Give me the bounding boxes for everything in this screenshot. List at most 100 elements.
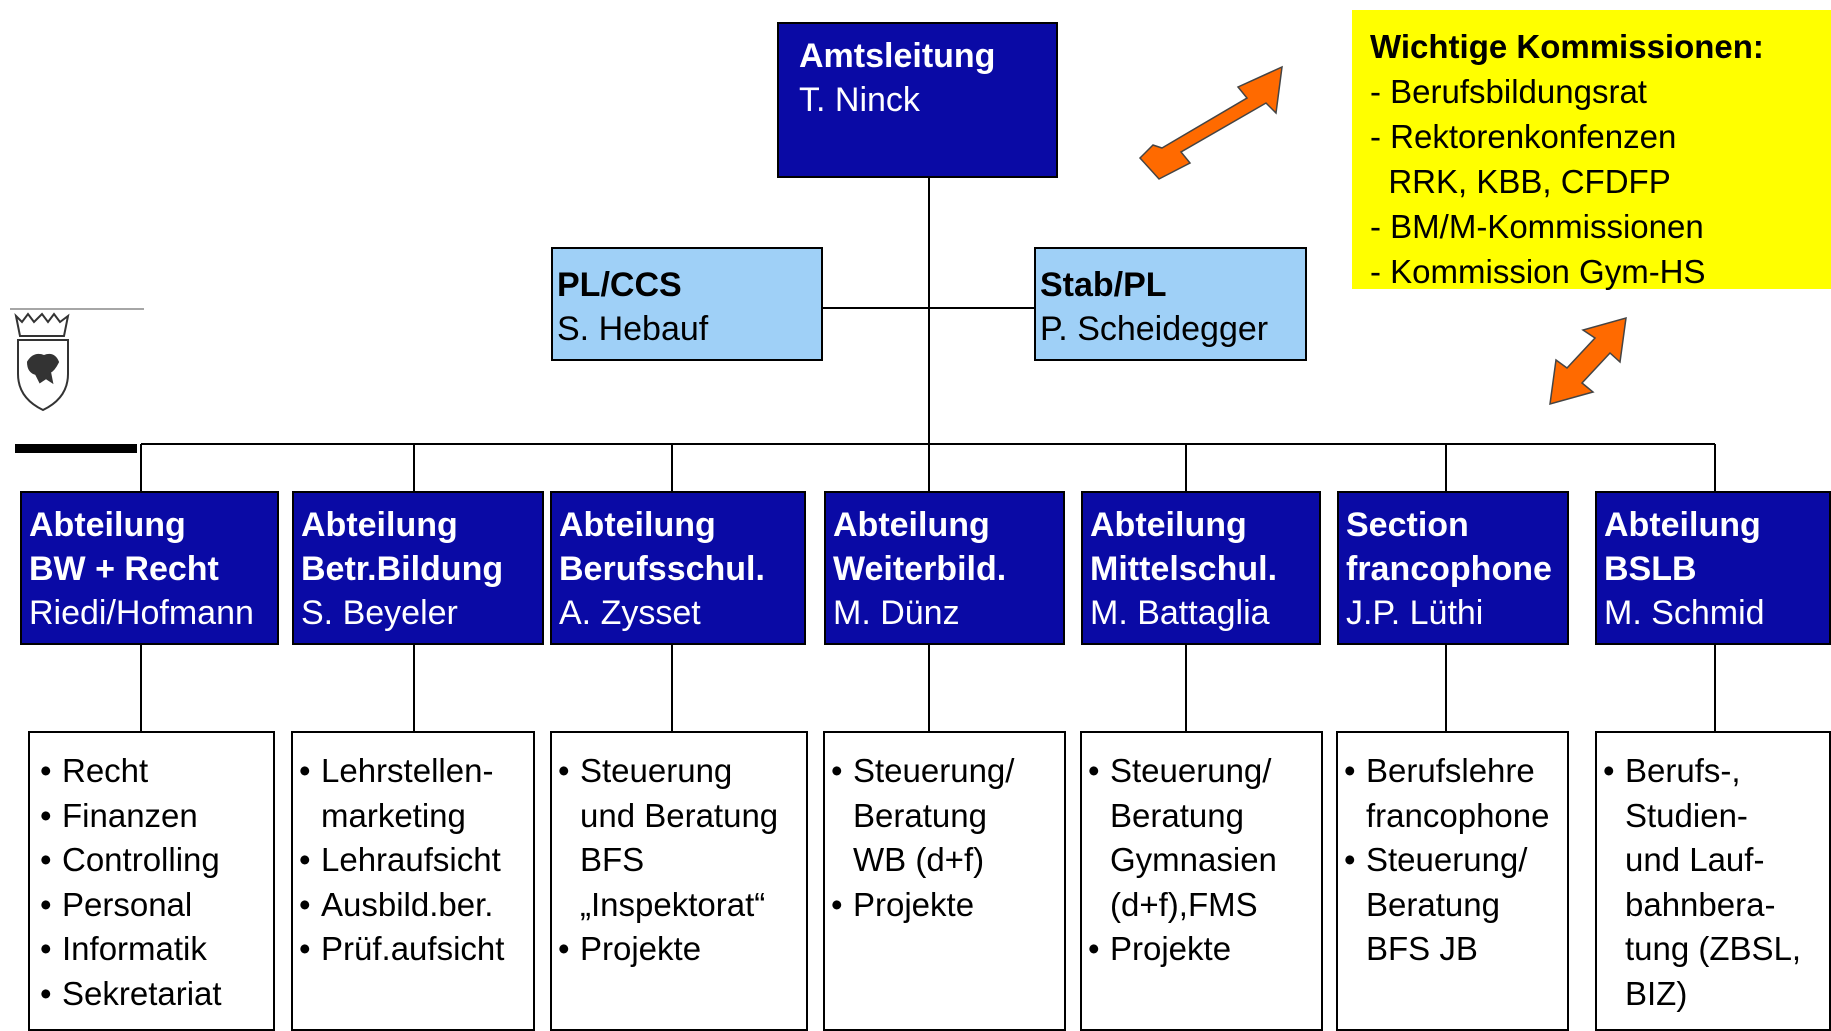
bullet-icon: • <box>1344 841 1356 878</box>
task-text: und Lauf- <box>1625 841 1765 878</box>
department-type: Section <box>1346 506 1469 544</box>
task-text: Berufs-, <box>1625 752 1741 789</box>
bullet-icon: • <box>299 841 311 878</box>
department-head: A. Zysset <box>559 594 701 632</box>
task-text: „Inspektorat“ <box>580 885 766 923</box>
department-head: J.P. Lüthi <box>1346 594 1484 632</box>
task-item: •WB (d+f) <box>831 838 1064 883</box>
bullet-icon: • <box>1603 752 1615 789</box>
task-item: •BIZ) <box>1603 972 1829 1017</box>
staff-box-stab-pl: Stab/PL P. Scheidegger <box>1034 247 1307 361</box>
department-type: Abteilung <box>1090 506 1247 544</box>
task-text: BFS JB <box>1366 930 1478 967</box>
task-text: (d+f),FMS <box>1110 885 1258 923</box>
task-text: francophone <box>1366 796 1550 834</box>
task-text: Steuerung/ <box>1110 752 1272 789</box>
commissions-heading: Wichtige Kommissionen: <box>1370 28 1764 65</box>
bullet-icon: • <box>831 885 843 923</box>
task-item: •BFS JB <box>1344 927 1567 972</box>
bullet-icon: • <box>299 752 311 789</box>
task-item: • Berufs-, <box>1603 749 1829 794</box>
task-item: •Beratung <box>831 794 1064 839</box>
department-task-list: •Lehrstellen-•marketing•Lehraufsicht•Aus… <box>291 731 535 1031</box>
task-item: •und Lauf- <box>1603 838 1829 883</box>
bullet-icon: • <box>40 752 52 789</box>
task-text: Gymnasien <box>1110 841 1277 878</box>
task-text: BIZ) <box>1625 974 1688 1012</box>
department-title: francophone <box>1346 550 1552 588</box>
task-item: •Sekretariat <box>40 972 273 1017</box>
bullet-icon: • <box>558 930 570 967</box>
task-item: •Berufslehre <box>1344 749 1567 794</box>
task-text: Prüf.aufsicht <box>321 930 505 967</box>
task-item: •Beratung <box>1344 883 1567 928</box>
bullet-icon: • <box>40 796 52 834</box>
department-type: Abteilung <box>1604 506 1761 544</box>
top-management-box: Amtsleitung T. Ninck <box>777 22 1058 178</box>
bullet-icon: • <box>40 930 52 967</box>
task-item: •BFS <box>558 838 806 883</box>
department-task-list: •Steuerung/•Beratung•Gymnasien•(d+f),FMS… <box>1080 731 1323 1031</box>
task-text: Steuerung/ <box>1366 841 1528 878</box>
commission-item: RRK, KBB, CFDFP <box>1370 163 1671 200</box>
task-text: Beratung <box>853 796 987 834</box>
task-text: Steuerung <box>580 752 733 789</box>
department-head: M. Battaglia <box>1090 594 1270 632</box>
task-text: tung (ZBSL, <box>1625 930 1802 967</box>
task-text: Steuerung/ <box>853 752 1015 789</box>
commission-item: - Kommission Gym-HS <box>1370 253 1706 290</box>
task-text: Controlling <box>62 841 220 878</box>
department-type: Abteilung <box>559 506 716 544</box>
department-task-list: •Steuerung/•Beratung•WB (d+f)•Projekte <box>823 731 1066 1031</box>
department-title: BSLB <box>1604 550 1697 588</box>
staff-name: S. Hebauf <box>557 310 709 348</box>
department-title: BW + Recht <box>29 550 219 588</box>
bullet-icon: • <box>299 930 311 967</box>
task-item: •Gymnasien <box>1088 838 1321 883</box>
department-task-list: •Berufslehre • francophone • Steuerung/•Bera… <box>1336 731 1569 1031</box>
task-text: und Beratung <box>580 796 779 834</box>
department-head: Riedi/Hofmann <box>29 594 254 632</box>
task-item: • Prüf.aufsicht <box>299 927 533 972</box>
task-text: Personal <box>62 885 193 923</box>
bullet-icon: • <box>40 885 52 923</box>
task-text: Beratung <box>1110 796 1244 834</box>
task-item: •(d+f),FMS <box>1088 883 1321 928</box>
staff-box-pl-ccs: PL/CCS S. Hebauf <box>551 247 823 361</box>
task-item: • Steuerung/ <box>1344 838 1567 883</box>
task-item: •bahnbera- <box>1603 883 1829 928</box>
task-item: •und Beratung <box>558 794 806 839</box>
task-item: •Beratung <box>1088 794 1321 839</box>
department-task-list: •Steuerung•und Beratung•BFS•„Inspektorat… <box>550 731 808 1031</box>
task-text: Informatik <box>62 930 207 967</box>
task-item: • Steuerung <box>558 749 806 794</box>
task-text: Projekte <box>580 930 702 967</box>
staff-title: Stab/PL <box>1040 266 1167 304</box>
task-item: •Projekte <box>1088 927 1321 972</box>
bullet-icon: • <box>1088 930 1100 967</box>
task-item: •„Inspektorat“ <box>558 883 806 928</box>
task-text: Lehrstellen- <box>321 752 494 789</box>
task-item: • Personal <box>40 883 273 928</box>
commission-item: - Berufsbildungsrat <box>1370 73 1647 110</box>
task-text: Beratung <box>1366 885 1500 923</box>
staff-name: P. Scheidegger <box>1040 310 1269 348</box>
bullet-icon: • <box>40 841 52 878</box>
department-head: S. Beyeler <box>301 594 458 632</box>
commission-item: - BM/M-Kommissionen <box>1370 208 1704 245</box>
department-title: Berufsschul. <box>559 550 765 588</box>
bullet-icon: • <box>1088 752 1100 789</box>
department-head: M. Dünz <box>833 594 960 632</box>
task-text: marketing <box>321 796 466 834</box>
task-text: BFS <box>580 841 645 878</box>
bullet-icon: • <box>831 752 843 789</box>
task-text: Studien- <box>1625 796 1748 834</box>
bullet-icon: • <box>299 885 311 923</box>
top-title: Amtsleitung <box>799 37 996 75</box>
bullet-icon: • <box>558 752 570 789</box>
commissions-note: Wichtige Kommissionen: - Berufsbildungsr… <box>1352 10 1831 290</box>
